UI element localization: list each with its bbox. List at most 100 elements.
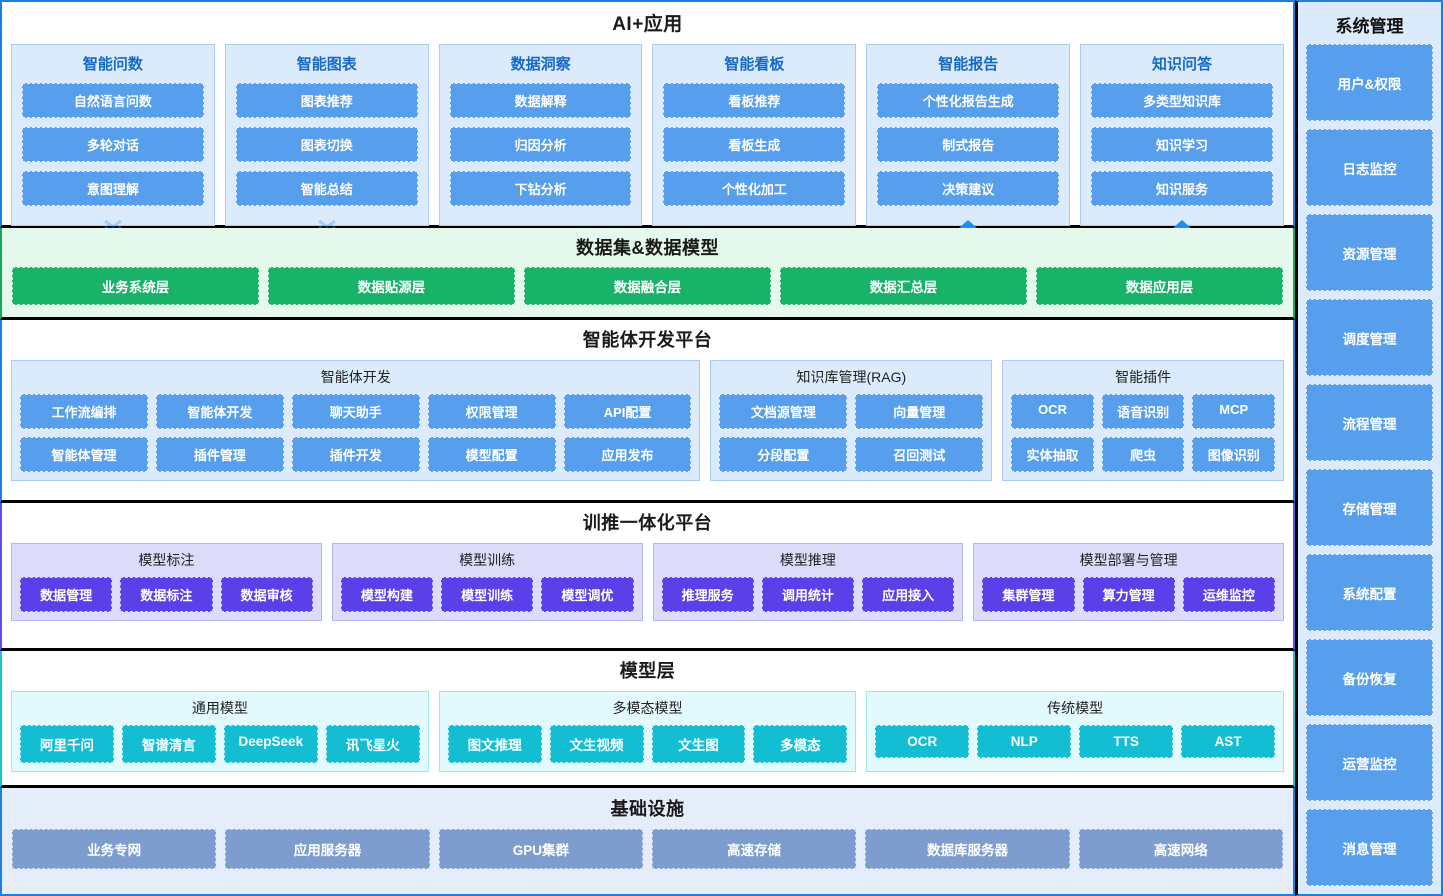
train-feature-chip[interactable]: 应用接入 [862, 577, 955, 612]
train-feature-chip[interactable]: 数据管理 [20, 577, 113, 612]
data-model-chip[interactable]: 业务系统层 [12, 267, 259, 305]
train-feature-chip[interactable]: 模型构建 [340, 577, 433, 612]
agent-feature-chip[interactable]: 文档源管理 [719, 394, 848, 429]
model-chip[interactable]: 阿里千问 [20, 725, 114, 763]
ai-app-feature-chip[interactable]: 决策建议 [877, 171, 1060, 206]
ai-app-feature-chip[interactable]: 智能总结 [235, 171, 418, 206]
ai-app-feature-chip[interactable]: 数据解释 [449, 83, 632, 118]
ai-app-card-6: 知识问答多类型知识库知识学习知识服务 [1080, 44, 1284, 253]
ai-app-feature-chip[interactable]: 个性化加工 [663, 171, 846, 206]
model-chip[interactable]: 图文推理 [447, 725, 542, 763]
ai-app-feature-chip[interactable]: 图表切换 [235, 127, 418, 162]
train-feature-chip[interactable]: 集群管理 [982, 577, 1075, 612]
agent-feature-chip[interactable]: 插件管理 [155, 437, 284, 472]
data-model-chip[interactable]: 数据汇总层 [780, 267, 1027, 305]
train-feature-chip[interactable]: 数据标注 [120, 577, 213, 612]
infrastructure-chip[interactable]: 数据库服务器 [865, 829, 1070, 869]
ai-app-feature-chip[interactable]: 制式报告 [877, 127, 1060, 162]
sidebar-item[interactable]: 日志监控 [1306, 129, 1433, 206]
ai-app-card-2: 智能图表图表推荐图表切换智能总结 [224, 44, 429, 252]
model-chip[interactable]: DeepSeek [223, 725, 318, 763]
agent-group-title: 智能插件 [1115, 369, 1172, 385]
sidebar-item[interactable]: 备份恢复 [1306, 639, 1433, 716]
agent-feature-chip[interactable]: 智能体开发 [155, 394, 284, 429]
agent-feature-chip[interactable]: 智能体管理 [20, 437, 148, 472]
train-feature-chip[interactable]: 算力管理 [1082, 577, 1175, 612]
train-feature-chip[interactable]: 模型调优 [541, 577, 634, 612]
data-model-chip[interactable]: 数据贴源层 [268, 267, 515, 305]
agent-feature-chip[interactable]: 爬虫 [1101, 437, 1185, 472]
layer-title-ai-apps: AI+应用 [612, 14, 683, 35]
agent-feature-chip[interactable]: 实体抽取 [1011, 437, 1094, 472]
ai-app-feature-chip[interactable]: 知识服务 [1091, 171, 1273, 206]
ai-app-feature-chip[interactable]: 下钻分析 [449, 171, 632, 206]
ai-app-feature-chip[interactable]: 归因分析 [449, 127, 632, 162]
ai-app-feature-chip[interactable]: 多轮对话 [22, 127, 204, 162]
sidebar-item[interactable]: 流程管理 [1306, 384, 1433, 461]
sidebar-item[interactable]: 调度管理 [1306, 299, 1433, 376]
ai-app-feature-chip[interactable]: 个性化报告生成 [877, 83, 1060, 118]
agent-feature-chip[interactable]: OCR [1011, 394, 1094, 429]
agent-group-row: 智能体管理插件管理插件开发模型配置应用发布 [20, 437, 692, 472]
model-chip[interactable]: 文生图 [651, 725, 746, 763]
model-chip[interactable]: OCR [875, 725, 970, 758]
train-feature-chip[interactable]: 运维监控 [1182, 577, 1275, 612]
data-model-chip[interactable]: 数据融合层 [524, 267, 771, 305]
agent-group-grid: 文档源管理向量管理分段配置召回测试 [719, 394, 984, 472]
agent-feature-chip[interactable]: 向量管理 [855, 394, 984, 429]
sidebar-item[interactable]: 消息管理 [1306, 809, 1433, 886]
agent-group-row: 文档源管理向量管理 [719, 394, 984, 429]
sidebar-item[interactable]: 运营监控 [1306, 724, 1433, 801]
model-chip[interactable]: 文生视频 [549, 725, 644, 763]
ai-app-feature-chip[interactable]: 看板推荐 [663, 83, 846, 118]
agent-feature-chip[interactable]: 分段配置 [719, 437, 848, 472]
sidebar-item[interactable]: 系统配置 [1306, 554, 1433, 631]
agent-group-row: 实体抽取爬虫图像识别 [1011, 437, 1275, 472]
agent-feature-chip[interactable]: 召回测试 [855, 437, 984, 472]
sidebar-title: 系统管理 [1335, 17, 1404, 36]
agent-feature-chip[interactable]: 权限管理 [427, 394, 556, 429]
sidebar-item[interactable]: 用户&权限 [1306, 44, 1433, 121]
train-feature-chip[interactable]: 模型训练 [441, 577, 534, 612]
agent-feature-chip[interactable]: API配置 [563, 394, 692, 429]
infrastructure-chip[interactable]: 应用服务器 [225, 829, 430, 869]
model-chip[interactable]: 讯飞星火 [325, 725, 420, 763]
layer-data-model: 数据集&数据模型 业务系统层数据贴源层数据融合层数据汇总层数据应用层 [0, 228, 1295, 320]
agent-feature-chip[interactable]: MCP [1192, 394, 1275, 429]
model-chip[interactable]: NLP [977, 725, 1072, 758]
model-chip[interactable]: 多模态 [753, 725, 848, 763]
ai-app-feature-chip[interactable]: 知识学习 [1091, 127, 1273, 162]
ai-app-feature-chip[interactable]: 意图理解 [22, 171, 204, 206]
model-chip[interactable]: AST [1181, 725, 1276, 758]
agent-feature-chip[interactable]: 插件开发 [291, 437, 420, 472]
ai-app-feature-chip[interactable]: 看板生成 [663, 127, 846, 162]
sidebar-item[interactable]: 资源管理 [1306, 214, 1433, 291]
ai-app-card-3: 数据洞察数据解释归因分析下钻分析 [438, 44, 643, 226]
model-chip[interactable]: 智谱清言 [121, 725, 216, 763]
agent-feature-chip[interactable]: 语音识别 [1101, 394, 1185, 429]
train-feature-chip[interactable]: 推理服务 [661, 577, 754, 612]
model-group-title: 通用模型 [191, 700, 248, 716]
agent-feature-chip[interactable]: 工作流编排 [20, 394, 148, 429]
infrastructure-chip[interactable]: GPU集群 [438, 829, 643, 869]
train-feature-chip[interactable]: 数据审核 [220, 577, 313, 612]
infrastructure-chip[interactable]: 高速存储 [651, 829, 857, 869]
ai-app-feature-chip[interactable]: 多类型知识库 [1091, 83, 1273, 118]
ai-app-card-title: 智能问数 [82, 56, 143, 73]
agent-feature-chip[interactable]: 应用发布 [563, 437, 692, 472]
ai-app-card-4: 智能看板看板推荐看板生成个性化加工 [652, 44, 857, 226]
infrastructure-chip[interactable]: 高速网络 [1078, 829, 1283, 869]
sidebar-item[interactable]: 存储管理 [1306, 469, 1433, 546]
infrastructure-chip[interactable]: 业务专网 [12, 829, 217, 869]
agent-feature-chip[interactable]: 聊天助手 [291, 394, 420, 429]
ai-app-feature-chip[interactable]: 自然语言问数 [22, 83, 204, 118]
data-model-chip[interactable]: 数据应用层 [1036, 267, 1283, 305]
agent-feature-chip[interactable]: 模型配置 [427, 437, 556, 472]
agent-feature-chip[interactable]: 图像识别 [1192, 437, 1275, 472]
train-feature-chip[interactable]: 调用统计 [761, 577, 854, 612]
ai-app-feature-chip[interactable]: 图表推荐 [235, 83, 418, 118]
model-chip[interactable]: TTS [1079, 725, 1174, 758]
